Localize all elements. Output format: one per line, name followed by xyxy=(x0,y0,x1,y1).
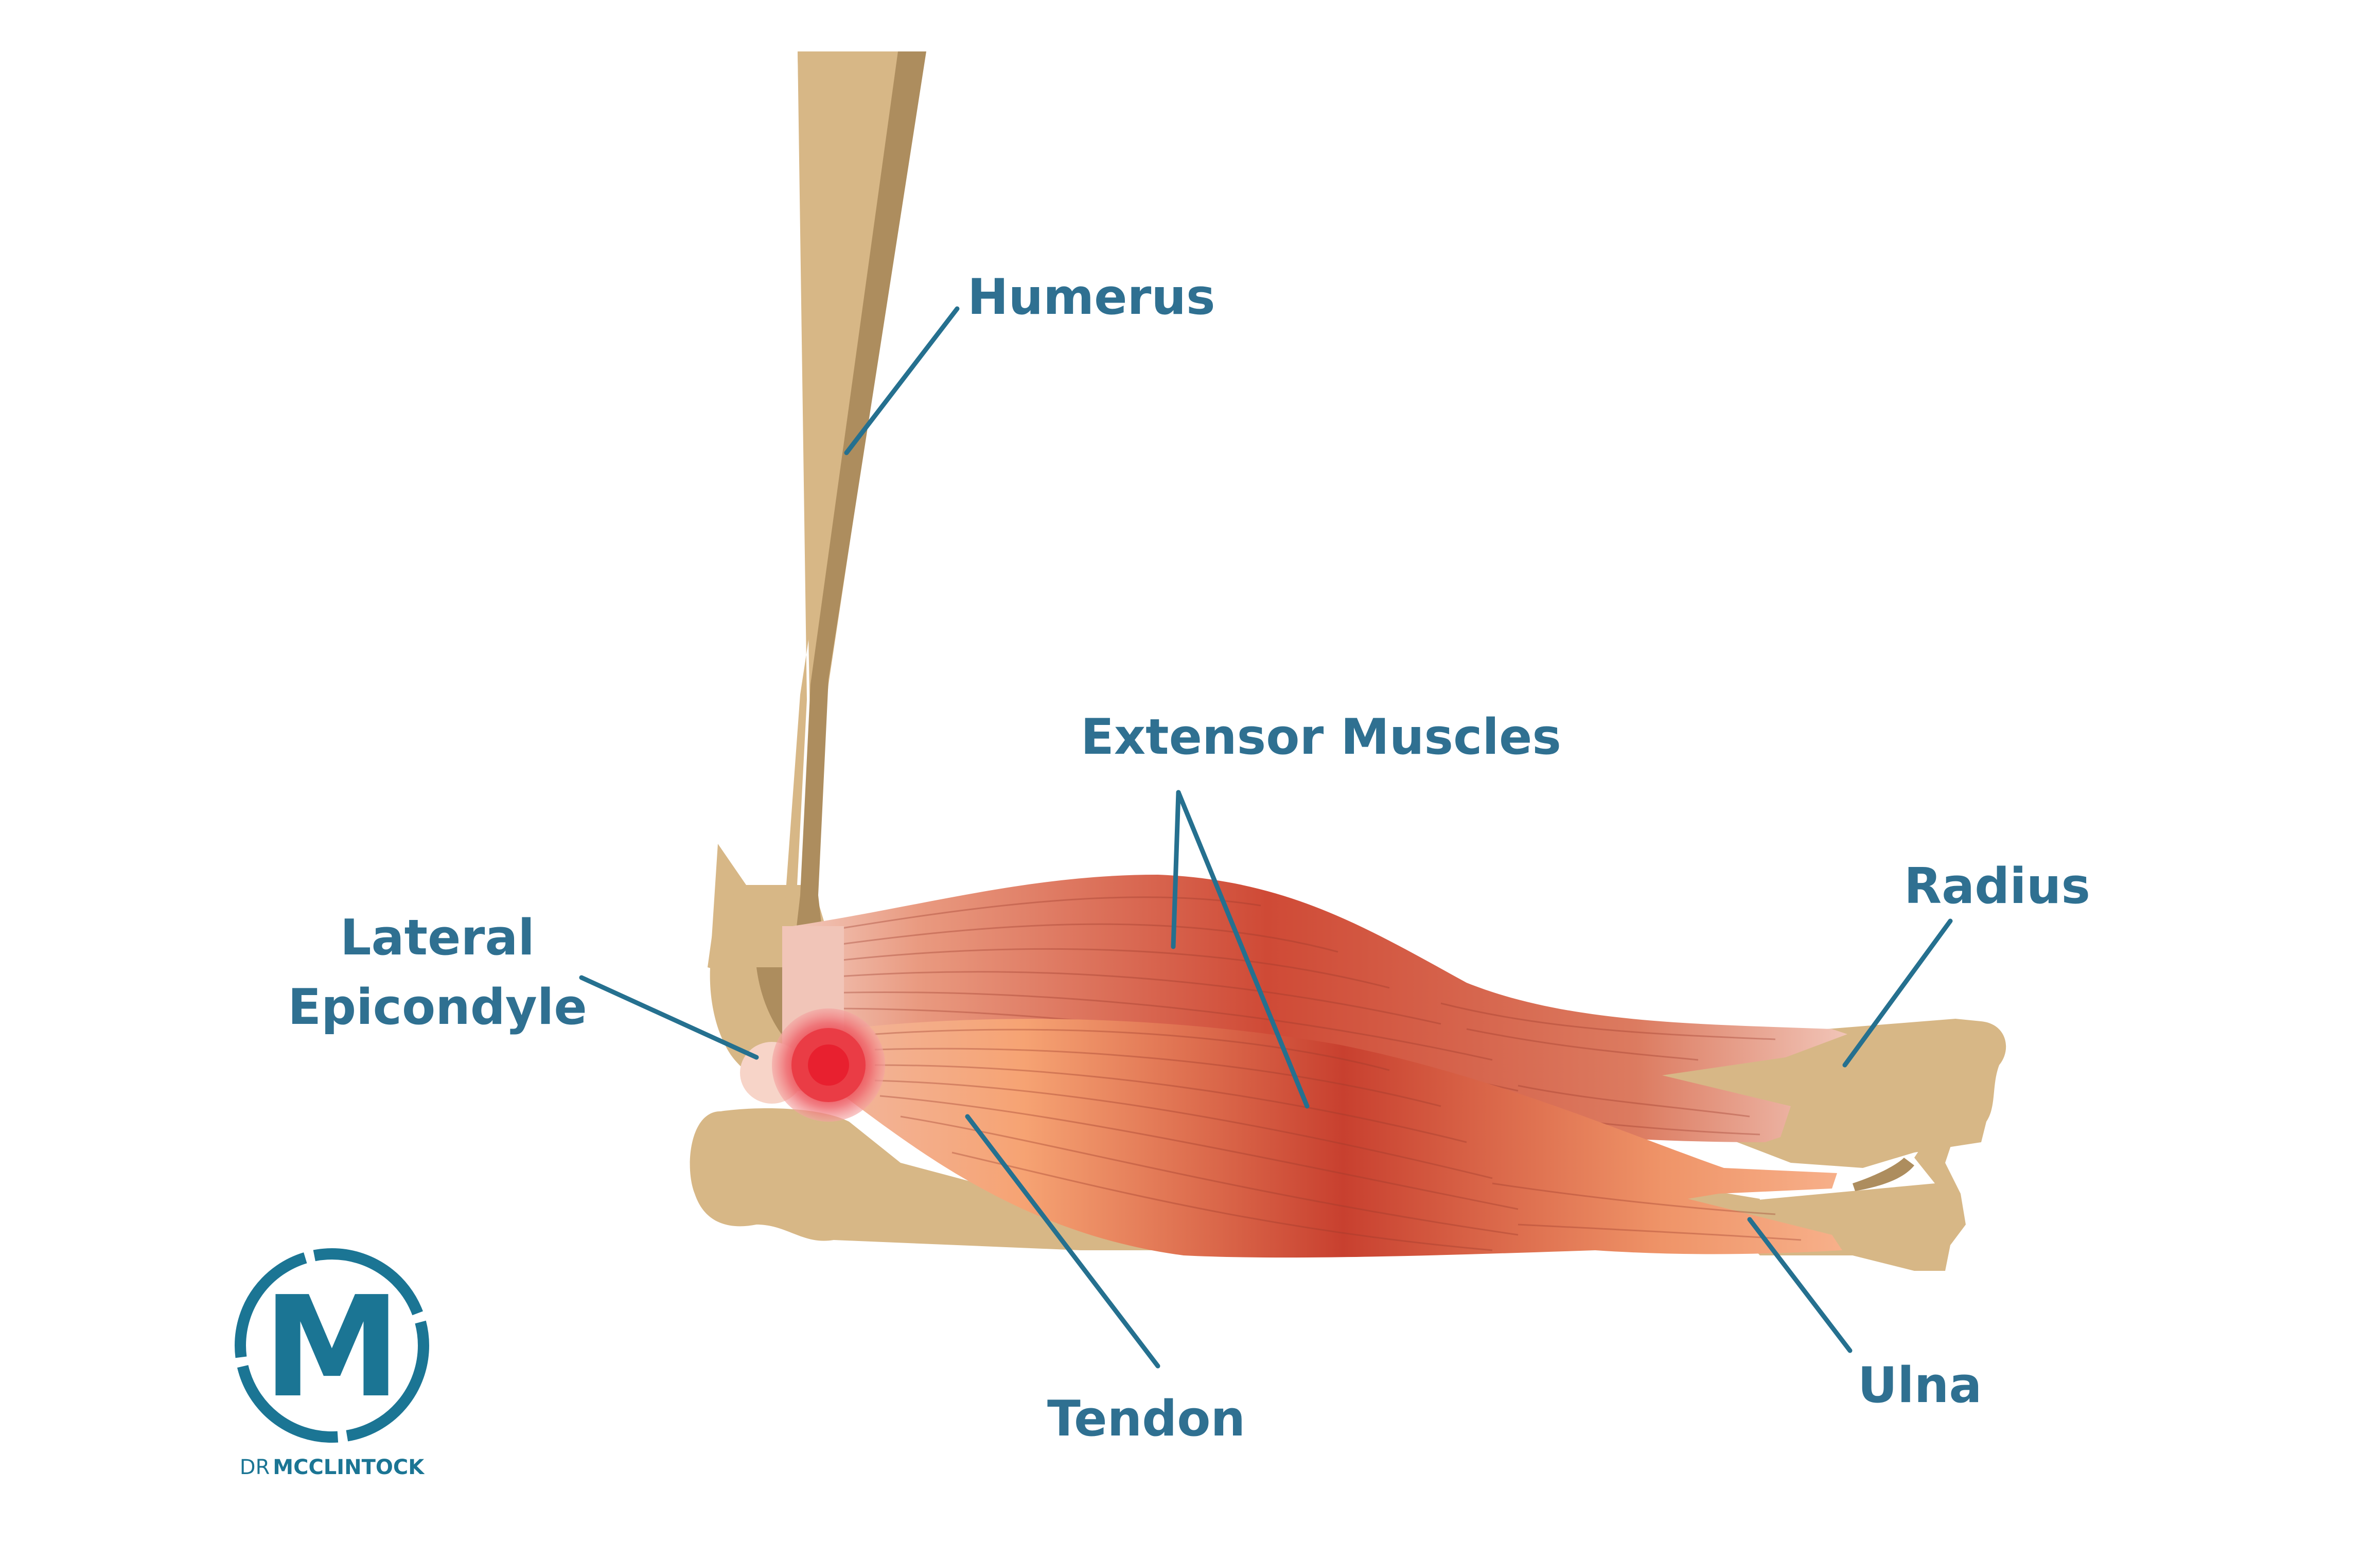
ulna-leader xyxy=(1747,1217,1853,1353)
upper-extensor-muscle xyxy=(792,875,1847,1142)
label-radius: Radius xyxy=(1904,858,2090,915)
extensor-leader-upper xyxy=(1171,790,1181,949)
humerus-leader xyxy=(844,306,960,455)
label-lateral: Lateral xyxy=(340,910,535,966)
label-extensor-muscles: Extensor Muscles xyxy=(1081,709,1561,766)
label-epicondyle: Epicondyle xyxy=(288,979,587,1036)
lateral-epicondyle-leader xyxy=(579,975,759,1060)
label-humerus: Humerus xyxy=(967,269,1215,326)
logo-letter: M xyxy=(263,1266,401,1428)
logo-ring xyxy=(235,1248,429,1443)
logo-brand-name: MCCLINTOCK xyxy=(273,1456,425,1479)
extensor-leader-lower xyxy=(1176,790,1310,1109)
label-ulna: Ulna xyxy=(1858,1357,1982,1414)
logo-brand-prefix: DR xyxy=(240,1456,270,1479)
tendon-leader xyxy=(965,1114,1160,1369)
radius-leader xyxy=(1842,918,1953,1068)
lower-extensor-muscle xyxy=(844,1019,1842,1258)
inflammation-marker xyxy=(772,1008,885,1122)
label-tendon: Tendon xyxy=(1047,1391,1245,1447)
